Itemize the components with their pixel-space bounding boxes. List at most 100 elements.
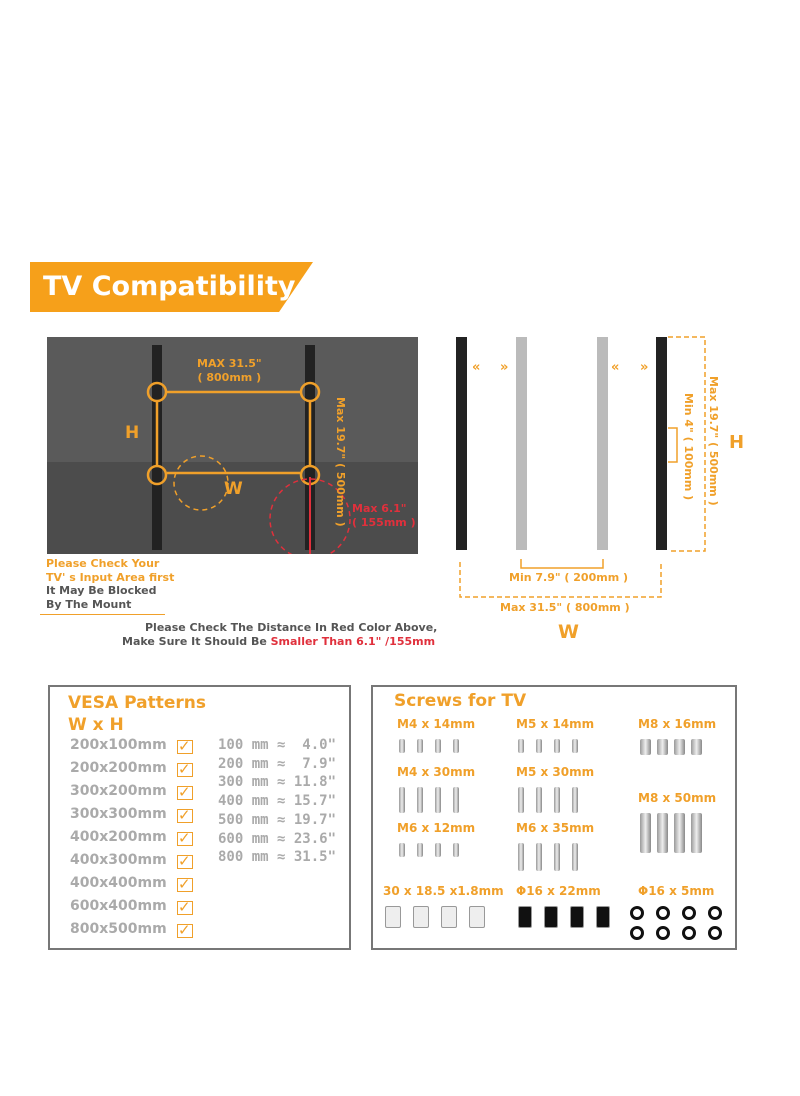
vesa-pattern: 600x400mm xyxy=(70,898,167,914)
screw-icon xyxy=(640,813,651,853)
w-label: W xyxy=(224,479,243,499)
section-banner: TV Compatibility xyxy=(30,262,313,312)
vesa-patterns-panel: VESA Patterns W x H 200x100mm ✓ 200x200mm ✓… xyxy=(48,685,351,950)
bracket-black-left xyxy=(456,337,467,550)
screw-icon xyxy=(469,906,485,928)
distance-note-line1: Please Check The Distance In Red Color A… xyxy=(145,621,438,634)
vesa-title: VESA Patterns xyxy=(68,693,206,713)
screw-icon xyxy=(554,787,560,813)
vesa-pattern: 300x300mm xyxy=(70,806,167,822)
screw-icon xyxy=(417,843,423,857)
screw-label: Φ16 x 22mm xyxy=(516,884,601,898)
bracket-max-width: Max 31.5" ( 800mm ) xyxy=(500,601,630,614)
washer-icon xyxy=(630,926,644,940)
washer-icon xyxy=(656,926,670,940)
mm-inch-conversion: 500 mm ≈ 19.7" xyxy=(218,811,337,828)
screw-icon xyxy=(554,739,560,753)
screw-icon xyxy=(657,739,668,755)
bracket-max-height: Max 19.7" ( 500mm ) xyxy=(707,376,720,506)
vesa-pattern: 400x300mm xyxy=(70,852,167,868)
max-depth-label: Max 6.1"( 155mm ) xyxy=(352,502,416,529)
screw-label: M4 x 14mm xyxy=(397,717,476,731)
screw-icon xyxy=(572,787,578,813)
screw-icon xyxy=(453,843,459,857)
bracket-black-right xyxy=(656,337,667,550)
vesa-subtitle: W x H xyxy=(68,715,124,735)
screw-icon xyxy=(691,813,702,853)
check-icon: ✓ xyxy=(177,854,193,869)
screws-title: Screws for TV xyxy=(394,691,527,711)
check-icon: ✓ xyxy=(177,923,193,938)
washer-icon xyxy=(656,906,670,920)
screw-icon xyxy=(399,843,405,857)
washer-icon xyxy=(630,906,644,920)
max-height-label: Max 19.7" ( 500mm ) xyxy=(334,397,347,527)
washer-icon xyxy=(682,906,696,920)
screw-icon xyxy=(518,843,524,871)
screw-icon xyxy=(572,739,578,753)
screw-icon xyxy=(544,906,558,928)
dimension-arrows xyxy=(146,381,351,554)
screw-icon xyxy=(413,906,429,928)
check-icon: ✓ xyxy=(177,900,193,915)
screw-icon xyxy=(453,787,459,813)
screw-icon xyxy=(554,843,560,871)
screw-icon xyxy=(441,906,457,928)
screw-label: M8 x 50mm xyxy=(638,791,717,805)
bracket-min-height: Min 4" ( 100mm ) xyxy=(682,393,695,501)
washer-icon xyxy=(682,926,696,940)
vesa-pattern: 300x200mm xyxy=(70,783,167,799)
screw-icon xyxy=(435,843,441,857)
screw-icon xyxy=(691,739,702,755)
check-icon: ✓ xyxy=(177,762,193,777)
check-icon: ✓ xyxy=(177,785,193,800)
screw-label: M5 x 14mm xyxy=(516,717,595,731)
max-width-mm: ( 800mm ) xyxy=(197,371,262,384)
max-width-label: MAX 31.5" xyxy=(197,357,262,370)
check-icon: ✓ xyxy=(177,877,193,892)
screw-label: M6 x 35mm xyxy=(516,821,595,835)
screw-icon xyxy=(674,739,685,755)
mm-inch-conversion: 400 mm ≈ 15.7" xyxy=(218,793,337,810)
screw-icon xyxy=(417,739,423,753)
screw-icon xyxy=(536,787,542,813)
screw-label: M6 x 12mm xyxy=(397,821,476,835)
vesa-pattern: 200x100mm xyxy=(70,737,167,753)
screw-icon xyxy=(674,813,685,853)
mm-inch-conversion: 800 mm ≈ 31.5" xyxy=(218,849,337,866)
mm-inch-conversion: 100 mm ≈ 4.0" xyxy=(218,737,337,753)
bracket-grey-right xyxy=(597,337,608,550)
check-icon: ✓ xyxy=(177,739,193,754)
mm-inch-conversion: 200 mm ≈ 7.9" xyxy=(218,755,337,772)
washer-icon xyxy=(708,926,722,940)
screw-icon xyxy=(518,787,524,813)
vesa-pattern: 800x500mm xyxy=(70,921,167,937)
mm-inch-conversion: 600 mm ≈ 23.6" xyxy=(218,830,337,847)
tv-back-diagram: MAX 31.5"( 800mm ) Max 19.7" ( 500mm ) H… xyxy=(47,337,418,554)
bracket-grey-left xyxy=(516,337,527,550)
screw-icon xyxy=(435,787,441,813)
screw-icon xyxy=(518,739,524,753)
check-icon: ✓ xyxy=(177,831,193,846)
bracket-w-label: W xyxy=(558,621,579,643)
check-icon: ✓ xyxy=(177,808,193,823)
screw-icon xyxy=(435,739,441,753)
bracket-min-width: Min 7.9" ( 200mm ) xyxy=(509,571,629,584)
screw-icon xyxy=(518,906,532,928)
vesa-pattern: 200x200mm xyxy=(70,760,167,776)
bracket-h-label: H xyxy=(729,432,745,453)
screw-label: 30 x 18.5 x1.8mm xyxy=(383,884,504,898)
mm-inch-conversion: 300 mm ≈ 11.8" xyxy=(218,774,337,791)
screw-label: Φ16 x 5mm xyxy=(638,884,715,898)
vesa-pattern: 400x200mm xyxy=(70,829,167,845)
screw-label: M4 x 30mm xyxy=(397,765,476,779)
screw-icon xyxy=(536,739,542,753)
screw-icon xyxy=(536,843,542,871)
screw-icon xyxy=(385,906,401,928)
screw-icon xyxy=(399,739,405,753)
screw-icon xyxy=(657,813,668,853)
h-label: H xyxy=(125,423,140,443)
screw-icon xyxy=(570,906,584,928)
